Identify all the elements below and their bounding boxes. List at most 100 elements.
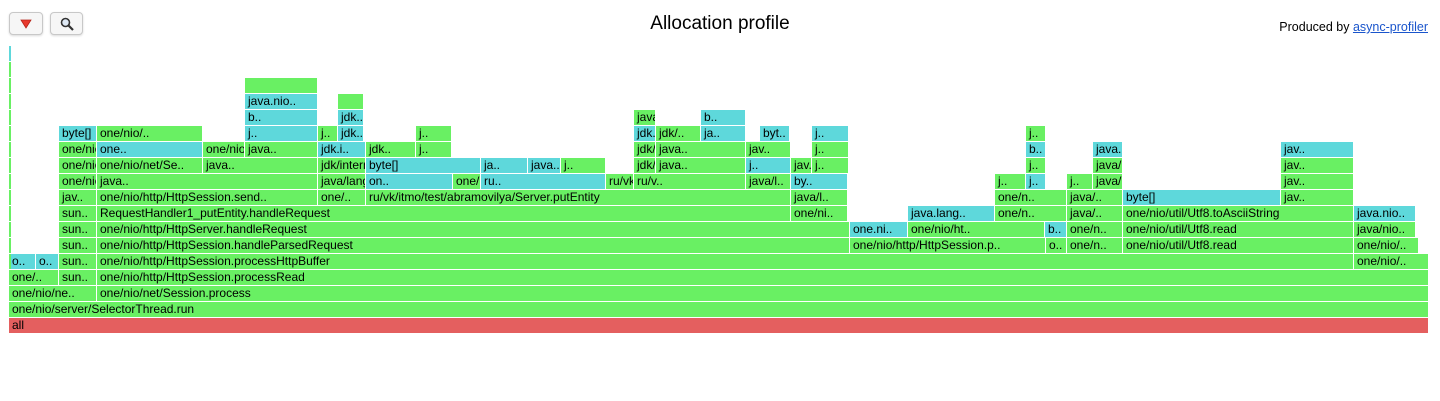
flame-frame[interactable] <box>9 110 11 125</box>
flame-frame[interactable]: jdk/intern.. <box>634 142 656 157</box>
flame-frame[interactable]: sun.. <box>59 238 97 253</box>
flame-frame[interactable]: one/nio/util/.. <box>59 142 97 157</box>
flame-frame[interactable]: one/ni.. <box>791 206 848 221</box>
flame-frame[interactable]: java/l.. <box>791 190 848 205</box>
flame-frame[interactable] <box>9 206 11 221</box>
flame-frame[interactable]: one/n.. <box>995 190 1067 205</box>
flame-frame[interactable]: on.. <box>366 174 453 189</box>
flame-frame[interactable]: one/nio/http/.. <box>59 158 97 173</box>
flame-frame[interactable]: jav.. <box>746 142 791 157</box>
flame-frame[interactable]: one/.. <box>318 190 366 205</box>
flame-frame[interactable] <box>338 94 364 109</box>
flame-frame[interactable]: jdk/intern.. <box>318 158 366 173</box>
flame-frame[interactable]: ru/vk/itmo/te.. <box>606 174 634 189</box>
flame-frame[interactable]: j.. <box>746 158 791 173</box>
flame-frame[interactable]: java.. <box>203 158 318 173</box>
flame-frame[interactable]: j.. <box>812 158 849 173</box>
flame-frame[interactable]: java.nio.. <box>1354 206 1416 221</box>
flame-frame[interactable]: one/nio/ne.. <box>9 286 97 301</box>
flame-frame[interactable]: j.. <box>1067 174 1093 189</box>
flame-frame-root[interactable]: all <box>9 318 1429 333</box>
search-button[interactable] <box>50 12 83 35</box>
flame-frame[interactable]: java.. <box>97 174 318 189</box>
flame-frame[interactable] <box>9 78 11 93</box>
flame-frame[interactable]: java.. <box>656 158 746 173</box>
flame-frame[interactable]: java/.. <box>1067 206 1123 221</box>
flame-frame[interactable]: b.. <box>1026 142 1046 157</box>
flame-frame[interactable]: one/nio/http/HttpSession.send.. <box>97 190 318 205</box>
flame-frame[interactable]: ru/v.. <box>634 174 746 189</box>
flame-frame[interactable] <box>9 94 11 109</box>
flame-frame[interactable]: jdk/.. <box>656 126 701 141</box>
flame-frame[interactable]: java.nio.. <box>245 94 318 109</box>
flame-frame[interactable]: jav.. <box>1281 158 1354 173</box>
flame-frame[interactable]: one.. <box>97 142 203 157</box>
flame-frame[interactable]: jdk.. <box>634 126 656 141</box>
flame-frame[interactable] <box>9 222 11 237</box>
flame-frame[interactable]: one/nio/http/HttpSession.handleParsedReq… <box>97 238 850 253</box>
flame-frame[interactable]: j.. <box>416 142 452 157</box>
flame-frame[interactable]: one/nio/http/Re.. <box>453 174 481 189</box>
flame-frame[interactable] <box>9 46 11 61</box>
flame-frame[interactable]: j.. <box>812 142 849 157</box>
flame-frame[interactable]: ja.. <box>481 158 528 173</box>
flame-frame[interactable]: jdk/lang/.. <box>634 158 656 173</box>
flame-frame[interactable] <box>9 190 11 205</box>
flame-frame[interactable] <box>9 126 11 141</box>
flame-frame[interactable]: java.. <box>656 142 746 157</box>
flame-frame[interactable]: byte[] <box>59 126 97 141</box>
flame-frame[interactable]: java/lang/.. <box>318 174 366 189</box>
flame-frame[interactable]: b.. <box>1045 222 1067 237</box>
flame-frame[interactable]: one/nio/http/HttpSession.p.. <box>850 238 1046 253</box>
flame-frame[interactable]: byt.. <box>760 126 790 141</box>
flame-frame[interactable]: one/nio/server/SelectorThread.run <box>9 302 1429 317</box>
flame-frame[interactable]: jav.. <box>1281 190 1354 205</box>
flame-frame[interactable]: java/nio.. <box>1354 222 1416 237</box>
flame-frame[interactable]: j.. <box>318 126 338 141</box>
flame-frame[interactable]: sun.. <box>59 206 97 221</box>
flame-frame[interactable]: j.. <box>245 126 318 141</box>
flame-frame[interactable] <box>9 238 11 253</box>
flame-frame[interactable]: one/n.. <box>1067 222 1123 237</box>
flame-frame[interactable]: jav.. <box>1281 142 1354 157</box>
flame-frame[interactable]: one/.. <box>9 270 59 285</box>
flame-frame[interactable]: sun.. <box>59 254 97 269</box>
flame-frame[interactable]: java.lan.. <box>1093 142 1123 157</box>
flame-frame[interactable]: java.. <box>528 158 561 173</box>
flame-frame[interactable]: by.. <box>791 174 848 189</box>
flame-frame[interactable]: one/n.. <box>1067 238 1123 253</box>
flame-frame[interactable]: java/lan.. <box>1093 158 1123 173</box>
flame-frame[interactable]: b.. <box>701 110 746 125</box>
flame-frame[interactable]: j.. <box>995 174 1026 189</box>
async-profiler-link[interactable]: async-profiler <box>1352 20 1428 34</box>
flame-frame[interactable]: java/l.. <box>746 174 791 189</box>
flame-frame[interactable]: byte[] <box>1123 190 1281 205</box>
flame-frame[interactable] <box>9 158 11 173</box>
flame-frame[interactable]: j.. <box>1026 126 1046 141</box>
flame-frame[interactable]: ru/vk/itmo/test/abramovilya/Server.putEn… <box>366 190 791 205</box>
flame-frame[interactable]: o.. <box>36 254 59 269</box>
flame-frame[interactable]: one/nio/ht.. <box>908 222 1045 237</box>
flame-frame[interactable]: RequestHandler1_putEntity.handleRequest <box>97 206 791 221</box>
flame-frame[interactable]: ru.. <box>481 174 606 189</box>
flame-frame[interactable] <box>9 62 11 77</box>
flame-frame[interactable]: o.. <box>9 254 36 269</box>
flame-frame[interactable]: j.. <box>812 126 849 141</box>
flame-frame[interactable]: one/nio/net/Se.. <box>97 158 203 173</box>
flame-frame[interactable]: one/n.. <box>995 206 1067 221</box>
flame-frame[interactable]: ja.. <box>701 126 746 141</box>
flame-frame[interactable]: jav.. <box>1281 174 1354 189</box>
flame-frame[interactable]: o.. <box>1046 238 1067 253</box>
flame-frame[interactable]: byte[] <box>366 158 481 173</box>
flame-frame[interactable] <box>9 142 11 157</box>
reverse-button[interactable] <box>9 12 43 35</box>
flame-frame[interactable]: one/nio/util/Utf8.toAsciiString <box>1123 206 1354 221</box>
flame-frame[interactable]: b.. <box>245 110 318 125</box>
flame-frame[interactable]: java/.. <box>1067 190 1123 205</box>
flame-frame[interactable] <box>9 174 11 189</box>
flame-frame[interactable]: jdk.i.. <box>318 142 366 157</box>
flame-frame[interactable]: one/nio/http/HttpSession.writ.. <box>59 174 97 189</box>
flame-frame[interactable]: java/nio.. <box>634 110 656 125</box>
flame-frame[interactable]: java.. <box>245 142 318 157</box>
flame-frame[interactable]: jav.. <box>791 158 812 173</box>
